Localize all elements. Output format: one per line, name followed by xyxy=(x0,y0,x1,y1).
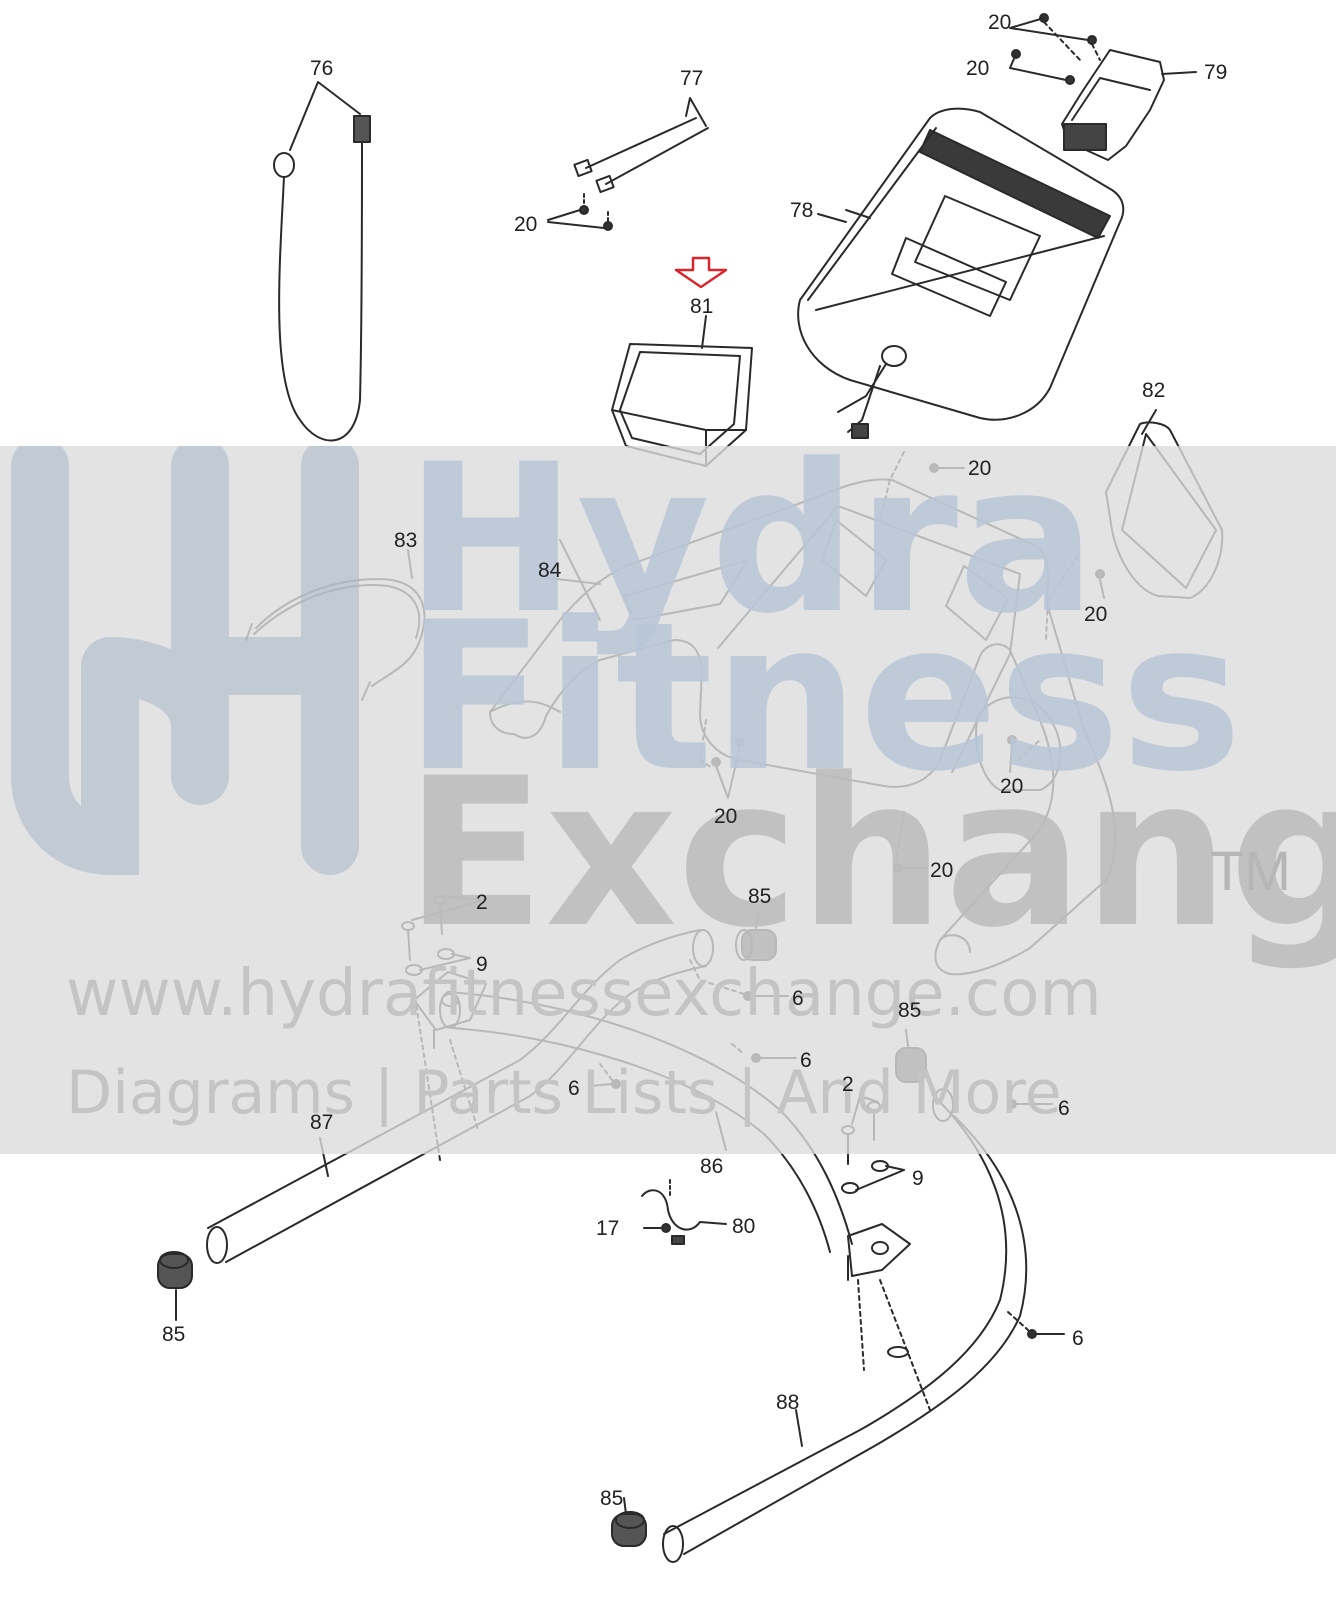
callout-86: 86 xyxy=(700,1155,724,1178)
callout-77: 77 xyxy=(680,67,704,90)
watermark-logo-icon xyxy=(11,446,359,876)
callout-85-a: 85 xyxy=(748,885,772,908)
callout-85-b: 85 xyxy=(898,999,922,1022)
callout-6-d: 6 xyxy=(1058,1097,1070,1120)
callout-9-b: 9 xyxy=(912,1167,924,1190)
callout-84: 84 xyxy=(538,559,562,582)
callout-2-b: 2 xyxy=(842,1073,854,1096)
part-76-cable xyxy=(273,81,371,442)
callout-87: 87 xyxy=(310,1111,334,1134)
callout-6-e: 6 xyxy=(1072,1327,1084,1350)
watermark-line2: Fitness xyxy=(405,579,1243,817)
callout-20-h: 20 xyxy=(930,859,954,882)
callout-83: 83 xyxy=(394,529,418,552)
callout-80: 80 xyxy=(732,1215,756,1238)
callout-81: 81 xyxy=(690,295,714,318)
watermark-tagline: Diagrams | Parts Lists | And More xyxy=(66,1058,1062,1128)
callout-6-a: 6 xyxy=(792,987,804,1010)
watermark-url: www.hydrafitnessexchange.com xyxy=(66,957,1102,1031)
highlight-arrow-icon xyxy=(674,256,728,289)
callout-78: 78 xyxy=(790,199,814,222)
callout-20-g: 20 xyxy=(714,805,738,828)
part-77-wires xyxy=(547,97,709,231)
watermark-line3: Exchange xyxy=(405,735,1336,973)
callout-9-a: 9 xyxy=(476,953,488,976)
mount-plate-right xyxy=(847,1223,911,1281)
callout-20-c: 20 xyxy=(514,213,538,236)
callout-6-c: 6 xyxy=(568,1077,580,1100)
callout-20-b: 20 xyxy=(966,57,990,80)
callout-20-e: 20 xyxy=(1084,603,1108,626)
callout-88: 88 xyxy=(776,1391,800,1414)
callout-79: 79 xyxy=(1204,61,1228,84)
callout-20-f: 20 xyxy=(1000,775,1024,798)
watermark-trademark: TM xyxy=(1210,839,1291,902)
callout-6-b: 6 xyxy=(800,1049,812,1072)
callout-20-a: 20 xyxy=(988,11,1012,34)
callout-20-d: 20 xyxy=(968,457,992,480)
callout-85-c: 85 xyxy=(162,1323,186,1346)
part-79-bracket xyxy=(1009,13,1197,161)
callout-76: 76 xyxy=(310,57,334,80)
callout-85-d: 85 xyxy=(600,1487,624,1510)
callout-17: 17 xyxy=(596,1217,620,1240)
part-80-wire xyxy=(641,1179,727,1245)
callout-2-a: 2 xyxy=(476,891,488,914)
watermark-line1: Hydra xyxy=(405,421,1097,659)
part-78-console xyxy=(797,107,1125,439)
callout-82: 82 xyxy=(1142,379,1166,402)
